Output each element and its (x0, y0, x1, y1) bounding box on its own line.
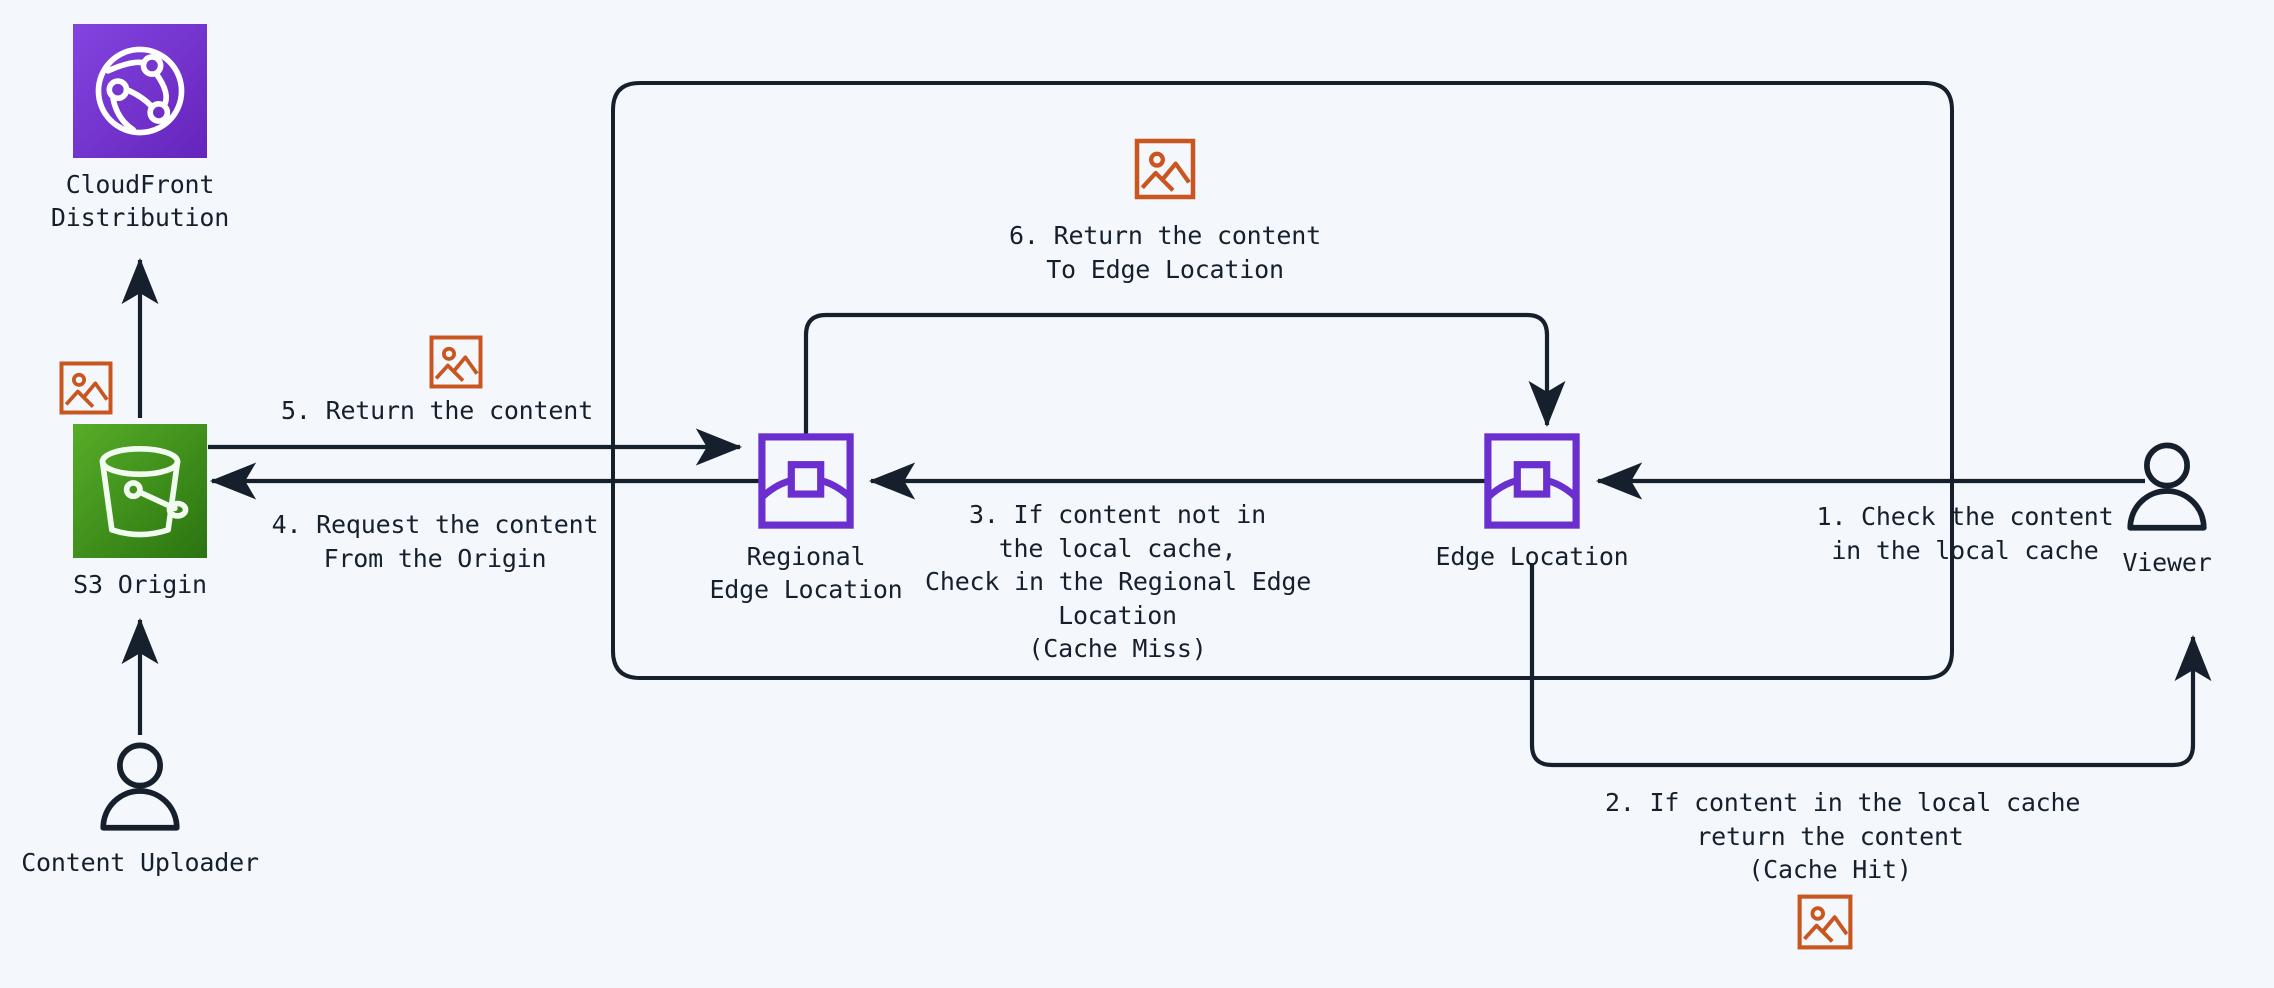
node-label-regional-edge: Regional Edge Location (709, 542, 903, 604)
step-3-label: 3. If content not in the local cache, Ch… (925, 500, 1312, 663)
step-2-label: 2. If content in the local cache return … (1605, 788, 2081, 884)
cloudfront-globe-icon (73, 24, 207, 158)
node-regional-edge-location[interactable]: Regional Edge Location (700, 432, 912, 606)
image-icon-step5 (428, 334, 484, 394)
node-viewer[interactable]: Viewer (2096, 440, 2238, 579)
node-edge-location[interactable]: Edge Location (1435, 432, 1629, 573)
image-icon-step6 (1133, 137, 1197, 205)
node-label-edge: Edge Location (1435, 542, 1629, 571)
wire-step6-regional-to-edge (803, 312, 1566, 437)
edge-location-icon (1484, 433, 1580, 529)
step-4-label: 4. Request the content From the Origin (271, 510, 599, 573)
node-cloudfront-distribution[interactable]: CloudFront Distribution (24, 24, 256, 234)
edge-location-icon (758, 433, 854, 529)
step-5-label: 5. Return the content (281, 396, 593, 425)
person-icon (2127, 442, 2207, 531)
image-icon-left-upper (58, 360, 114, 420)
image-icon-step2 (1796, 893, 1854, 955)
node-label-cloudfront: CloudFront Distribution (50, 170, 230, 232)
person-icon (100, 742, 180, 831)
node-label-s3: S3 Origin (73, 570, 207, 599)
node-content-uploader[interactable]: Content Uploader (21, 740, 259, 879)
node-s3-origin[interactable]: S3 Origin (73, 424, 207, 601)
node-label-viewer: Viewer (2122, 548, 2212, 577)
wire-step2-edge-to-viewer (1529, 563, 2212, 768)
s3-bucket-icon (73, 424, 207, 558)
step-1-label: 1. Check the content in the local cache (1816, 502, 2114, 565)
node-label-content-uploader: Content Uploader (21, 848, 259, 877)
step-6-label: 6. Return the content To Edge Location (1009, 221, 1321, 284)
